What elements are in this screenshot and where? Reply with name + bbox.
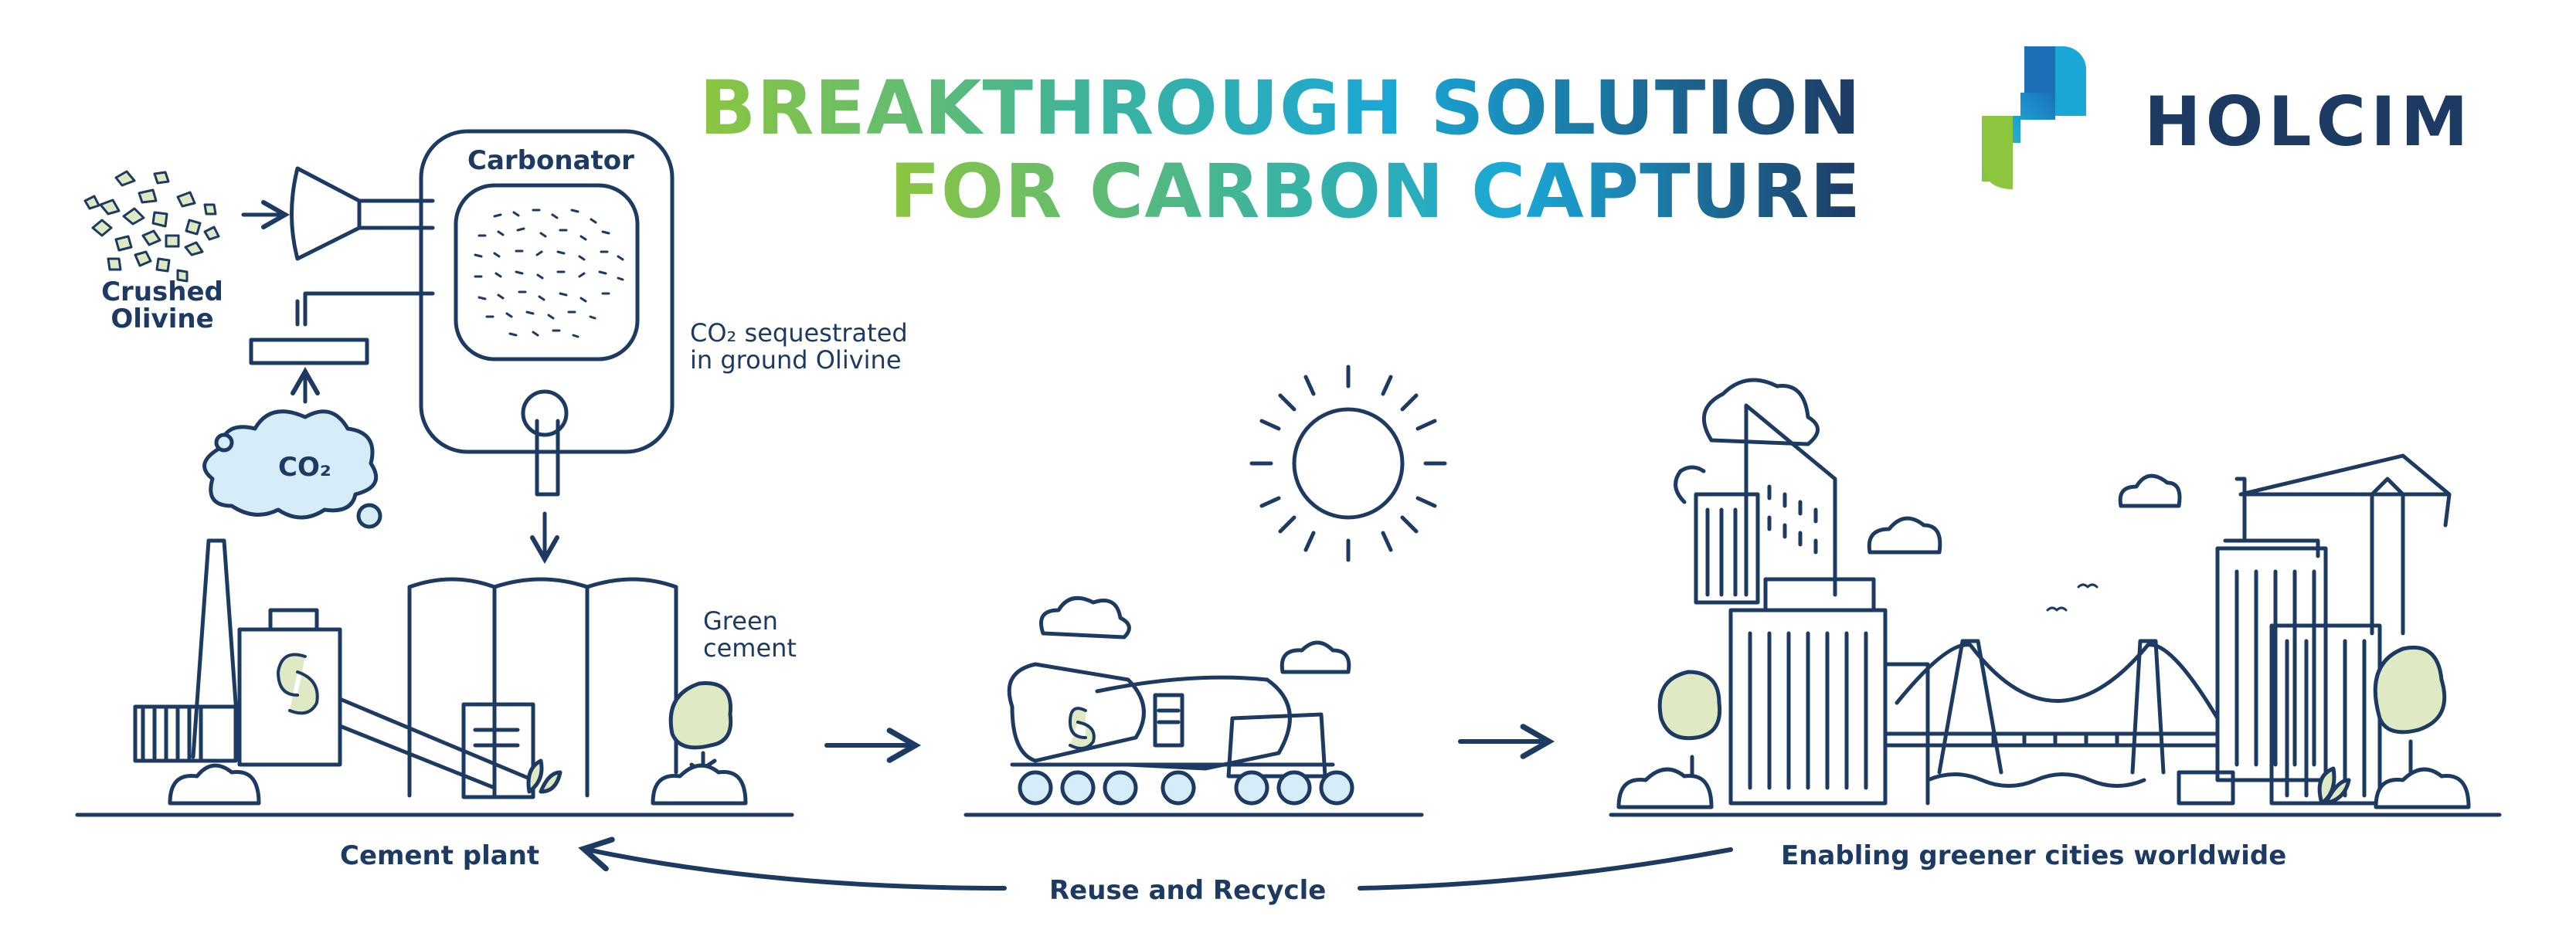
city-skyline-icon	[1609, 378, 2502, 817]
recycle-arc	[578, 836, 1733, 891]
crushed-olivine-label-1: Crushed	[101, 277, 223, 307]
holcim-logo-icon	[1982, 46, 2086, 189]
co2-cloud-icon	[202, 409, 382, 529]
title-line-2: FOR CARBON CAPTURE	[889, 148, 1861, 235]
carbonator-box	[419, 129, 675, 497]
sequestered-label-2: in ground Olivine	[690, 345, 902, 375]
co2-label: CO₂	[278, 452, 331, 483]
green-cement-label-1: Green	[703, 606, 778, 636]
gas-intake-icon	[249, 291, 435, 404]
cloud-icon	[1039, 473, 2182, 674]
funnel-icon	[290, 166, 435, 261]
sequestered-label-1: CO₂ sequestrated	[690, 318, 908, 348]
brand-name: HOLCIM	[2144, 82, 2473, 161]
sun-icon	[1249, 365, 1447, 562]
greener-cities-label: Enabling greener cities worldwide	[1781, 840, 2287, 871]
crushed-olivine-icon	[83, 170, 220, 283]
green-cement-label-2: cement	[703, 633, 797, 663]
carbonator-label: Carbonator	[467, 145, 634, 176]
crushed-olivine-label-2: Olivine	[110, 304, 214, 334]
title-line-1: BREAKTHROUGH SOLUTION	[699, 65, 1861, 151]
cement-plant-label: Cement plant	[340, 840, 540, 871]
cement-plant-icon	[75, 538, 794, 817]
mixer-truck-icon	[963, 662, 1424, 817]
reuse-recycle-label: Reuse and Recycle	[1049, 875, 1327, 906]
